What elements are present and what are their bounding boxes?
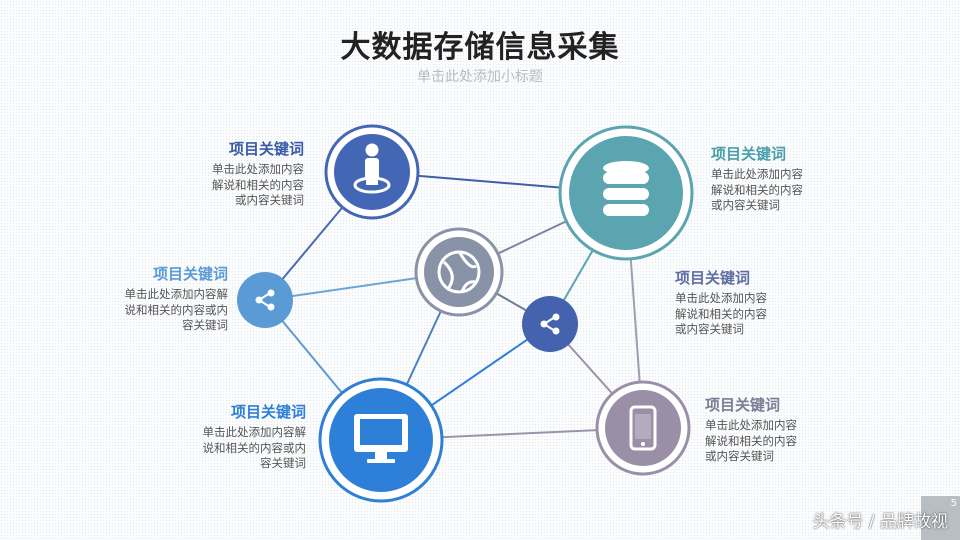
label-heading: 项目关键词: [230, 403, 306, 421]
label-database: 项目关键词 单击此处添加内容 解说和相关的内容 或内容关键词: [711, 144, 851, 214]
label-text: 单击此处添加内容 解说和相关的内容 或内容关键词: [711, 167, 851, 214]
watermark: 头条号 / 品牌故视: [812, 512, 948, 532]
person-icon: [353, 143, 391, 194]
label-line: 单击此处添加内容: [675, 291, 767, 305]
label-monitor: 项目关键词 单击此处添加内容解 说和相关的内容或内 容关键词: [166, 402, 307, 472]
label-person: 项目关键词 单击此处添加内容 解说和相关的内容 或内容关键词: [150, 139, 304, 209]
label-line: 说和相关的内容或内: [124, 302, 229, 317]
label-phone: 项目关键词 单击此处添加内容 解说和相关的内容 或内容关键词: [705, 395, 845, 465]
node-globe[interactable]: [414, 227, 504, 317]
page-subtitle: 单击此处添加小标题: [417, 69, 543, 85]
label-line: 或内容关键词: [705, 449, 774, 463]
label-line: 或内容关键词: [235, 193, 304, 207]
node-database[interactable]: [558, 125, 694, 261]
label-heading: 项目关键词: [152, 265, 228, 283]
label-heading: 项目关键词: [675, 269, 751, 287]
share-icon: [255, 289, 275, 311]
label-heading: 项目关键词: [228, 140, 304, 158]
label-line: 解说和相关的内容: [705, 433, 797, 448]
label-line: 单击此处添加内容: [711, 167, 803, 181]
label-line: 容关键词: [182, 318, 228, 332]
node-share-left[interactable]: [237, 272, 293, 328]
node-phone[interactable]: [595, 380, 691, 476]
page-number: 5: [950, 498, 957, 509]
page-title: 大数据存储信息采集: [340, 30, 620, 65]
node-person[interactable]: [324, 124, 420, 220]
label-line: 单击此处添加内容解: [202, 425, 307, 439]
label-line: 说和相关的内容或内: [202, 440, 307, 455]
label-line: 解说和相关的内容: [711, 182, 803, 197]
share-icon: [540, 313, 560, 335]
label-line: 单击此处添加内容: [212, 162, 304, 176]
page-number-badge: 5: [921, 496, 960, 540]
label-line: 解说和相关的内容: [212, 177, 304, 192]
node-monitor[interactable]: [318, 377, 444, 503]
label-text: 单击此处添加内容解 说和相关的内容或内 容关键词: [90, 287, 229, 334]
label-line: 单击此处添加内容: [705, 418, 797, 432]
label-text: 单击此处添加内容 解说和相关的内容 或内容关键词: [675, 291, 815, 338]
phone-icon: [629, 405, 657, 451]
node-share-mid[interactable]: [522, 296, 578, 352]
label-heading: 项目关键词: [711, 145, 787, 163]
monitor-icon: [354, 414, 408, 463]
label-line: 或内容关键词: [675, 322, 744, 336]
label-share-mid: 项目关键词 单击此处添加内容 解说和相关的内容 或内容关键词: [675, 268, 815, 338]
label-line: 解说和相关的内容: [675, 306, 767, 321]
label-text: 单击此处添加内容解 说和相关的内容或内 容关键词: [166, 425, 307, 472]
label-line: 容关键词: [260, 456, 306, 470]
globe-icon: [437, 250, 481, 294]
label-text: 单击此处添加内容 解说和相关的内容 或内容关键词: [150, 162, 304, 209]
label-line: 或内容关键词: [711, 198, 780, 212]
database-icon: [603, 161, 649, 216]
label-text: 单击此处添加内容 解说和相关的内容 或内容关键词: [705, 418, 845, 465]
label-share-left: 项目关键词 单击此处添加内容解 说和相关的内容或内 容关键词: [90, 264, 229, 334]
label-heading: 项目关键词: [705, 396, 781, 414]
label-line: 单击此处添加内容解: [124, 287, 229, 301]
